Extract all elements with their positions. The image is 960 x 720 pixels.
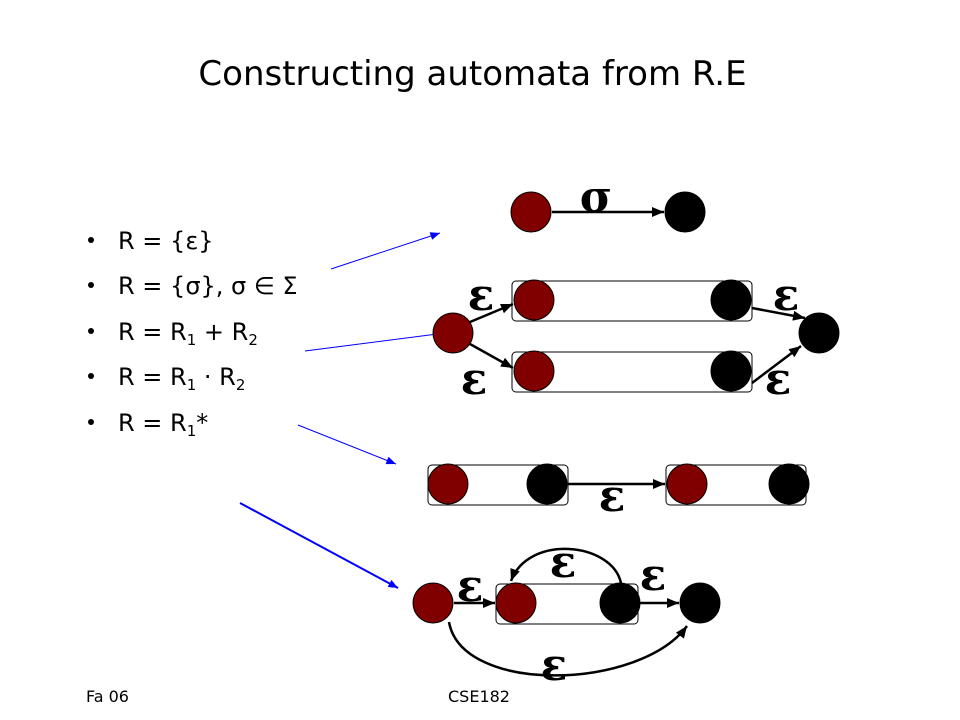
bullet-text: R = R [118, 363, 187, 391]
subscript: 1 [186, 331, 197, 349]
footer-course: CSE182 [448, 687, 510, 706]
bullet-text: R = {ε} [118, 227, 214, 255]
r1-start-state [495, 582, 537, 624]
epsilon-edge [469, 342, 514, 370]
diagram-concatenation: ε [427, 463, 810, 522]
bullet-text: · R [196, 363, 236, 391]
epsilon-skip-edge [447, 621, 689, 677]
diagram-single-symbol: σ [510, 172, 706, 233]
r2-final-state [710, 350, 752, 392]
new-start-state [412, 582, 454, 624]
bullet-text: + R [196, 318, 249, 346]
pointer-arrow-union [304, 330, 446, 352]
start-state [510, 191, 552, 233]
bullet-dot-icon [88, 328, 94, 334]
bullet-item: R = R1* [88, 409, 209, 440]
sub-automaton-box-r1 [511, 280, 753, 322]
bullet-text: * [196, 409, 209, 437]
r2-start-state [666, 463, 708, 505]
bullet-item: R = {ε} [88, 227, 214, 255]
bullet-dot-icon [88, 237, 94, 243]
r1-final-state [526, 463, 568, 505]
bullet-dot-icon [88, 419, 94, 425]
bullet-dot-icon [88, 282, 94, 288]
bullet-text: R = {σ}, σ ∈ Σ [118, 272, 298, 300]
bullet-item: R = R1 · R2 [88, 363, 246, 394]
new-final-state [679, 582, 721, 624]
subscript: 1 [186, 422, 197, 440]
r2-start-state [513, 350, 555, 392]
epsilon-label: ε [461, 354, 488, 405]
slide-title: Constructing automata from R.E [198, 54, 747, 94]
epsilon-label: ε [541, 640, 568, 691]
epsilon-label: ε [457, 561, 484, 612]
bullet-text: R = R [118, 409, 187, 437]
bullet-item: R = {σ}, σ ∈ Σ [88, 272, 298, 300]
diagram-kleene-star: ε ε ε ε [412, 537, 721, 691]
epsilon-edge [469, 302, 514, 324]
bullet-text: R = R [118, 318, 187, 346]
epsilon-label: ε [640, 550, 667, 601]
subscript: 2 [248, 331, 258, 349]
pointer-arrow-kleene-star [239, 502, 399, 589]
new-final-state [798, 312, 840, 354]
diagram-union: ε ε ε ε [432, 270, 840, 405]
final-state [664, 191, 706, 233]
epsilon-label: ε [468, 270, 495, 321]
epsilon-edge [751, 306, 806, 321]
r1-final-state [599, 582, 641, 624]
epsilon-label: ε [773, 270, 800, 321]
sub-automaton-box-r2 [511, 351, 753, 393]
r1-final-state [710, 279, 752, 321]
r2-final-state [768, 463, 810, 505]
footer-date: Fa 06 [86, 687, 129, 706]
subscript: 1 [186, 376, 197, 394]
epsilon-label: ε [550, 537, 577, 588]
subscript: 2 [235, 376, 246, 394]
new-start-state [432, 312, 474, 354]
epsilon-label: ε [765, 354, 792, 405]
pointer-arrow-single-symbol [330, 232, 441, 270]
epsilon-edge [751, 345, 802, 384]
pointer-arrows [239, 232, 446, 589]
bullet-dot-icon [88, 373, 94, 379]
r1-start-state [427, 463, 469, 505]
r1-start-state [513, 279, 555, 321]
pointer-arrow-concatenation [297, 424, 397, 465]
epsilon-label: ε [599, 471, 626, 522]
epsilon-loop-edge [509, 547, 623, 584]
bullet-item: R = R1 + R2 [88, 318, 258, 349]
transition-label: σ [580, 172, 612, 223]
